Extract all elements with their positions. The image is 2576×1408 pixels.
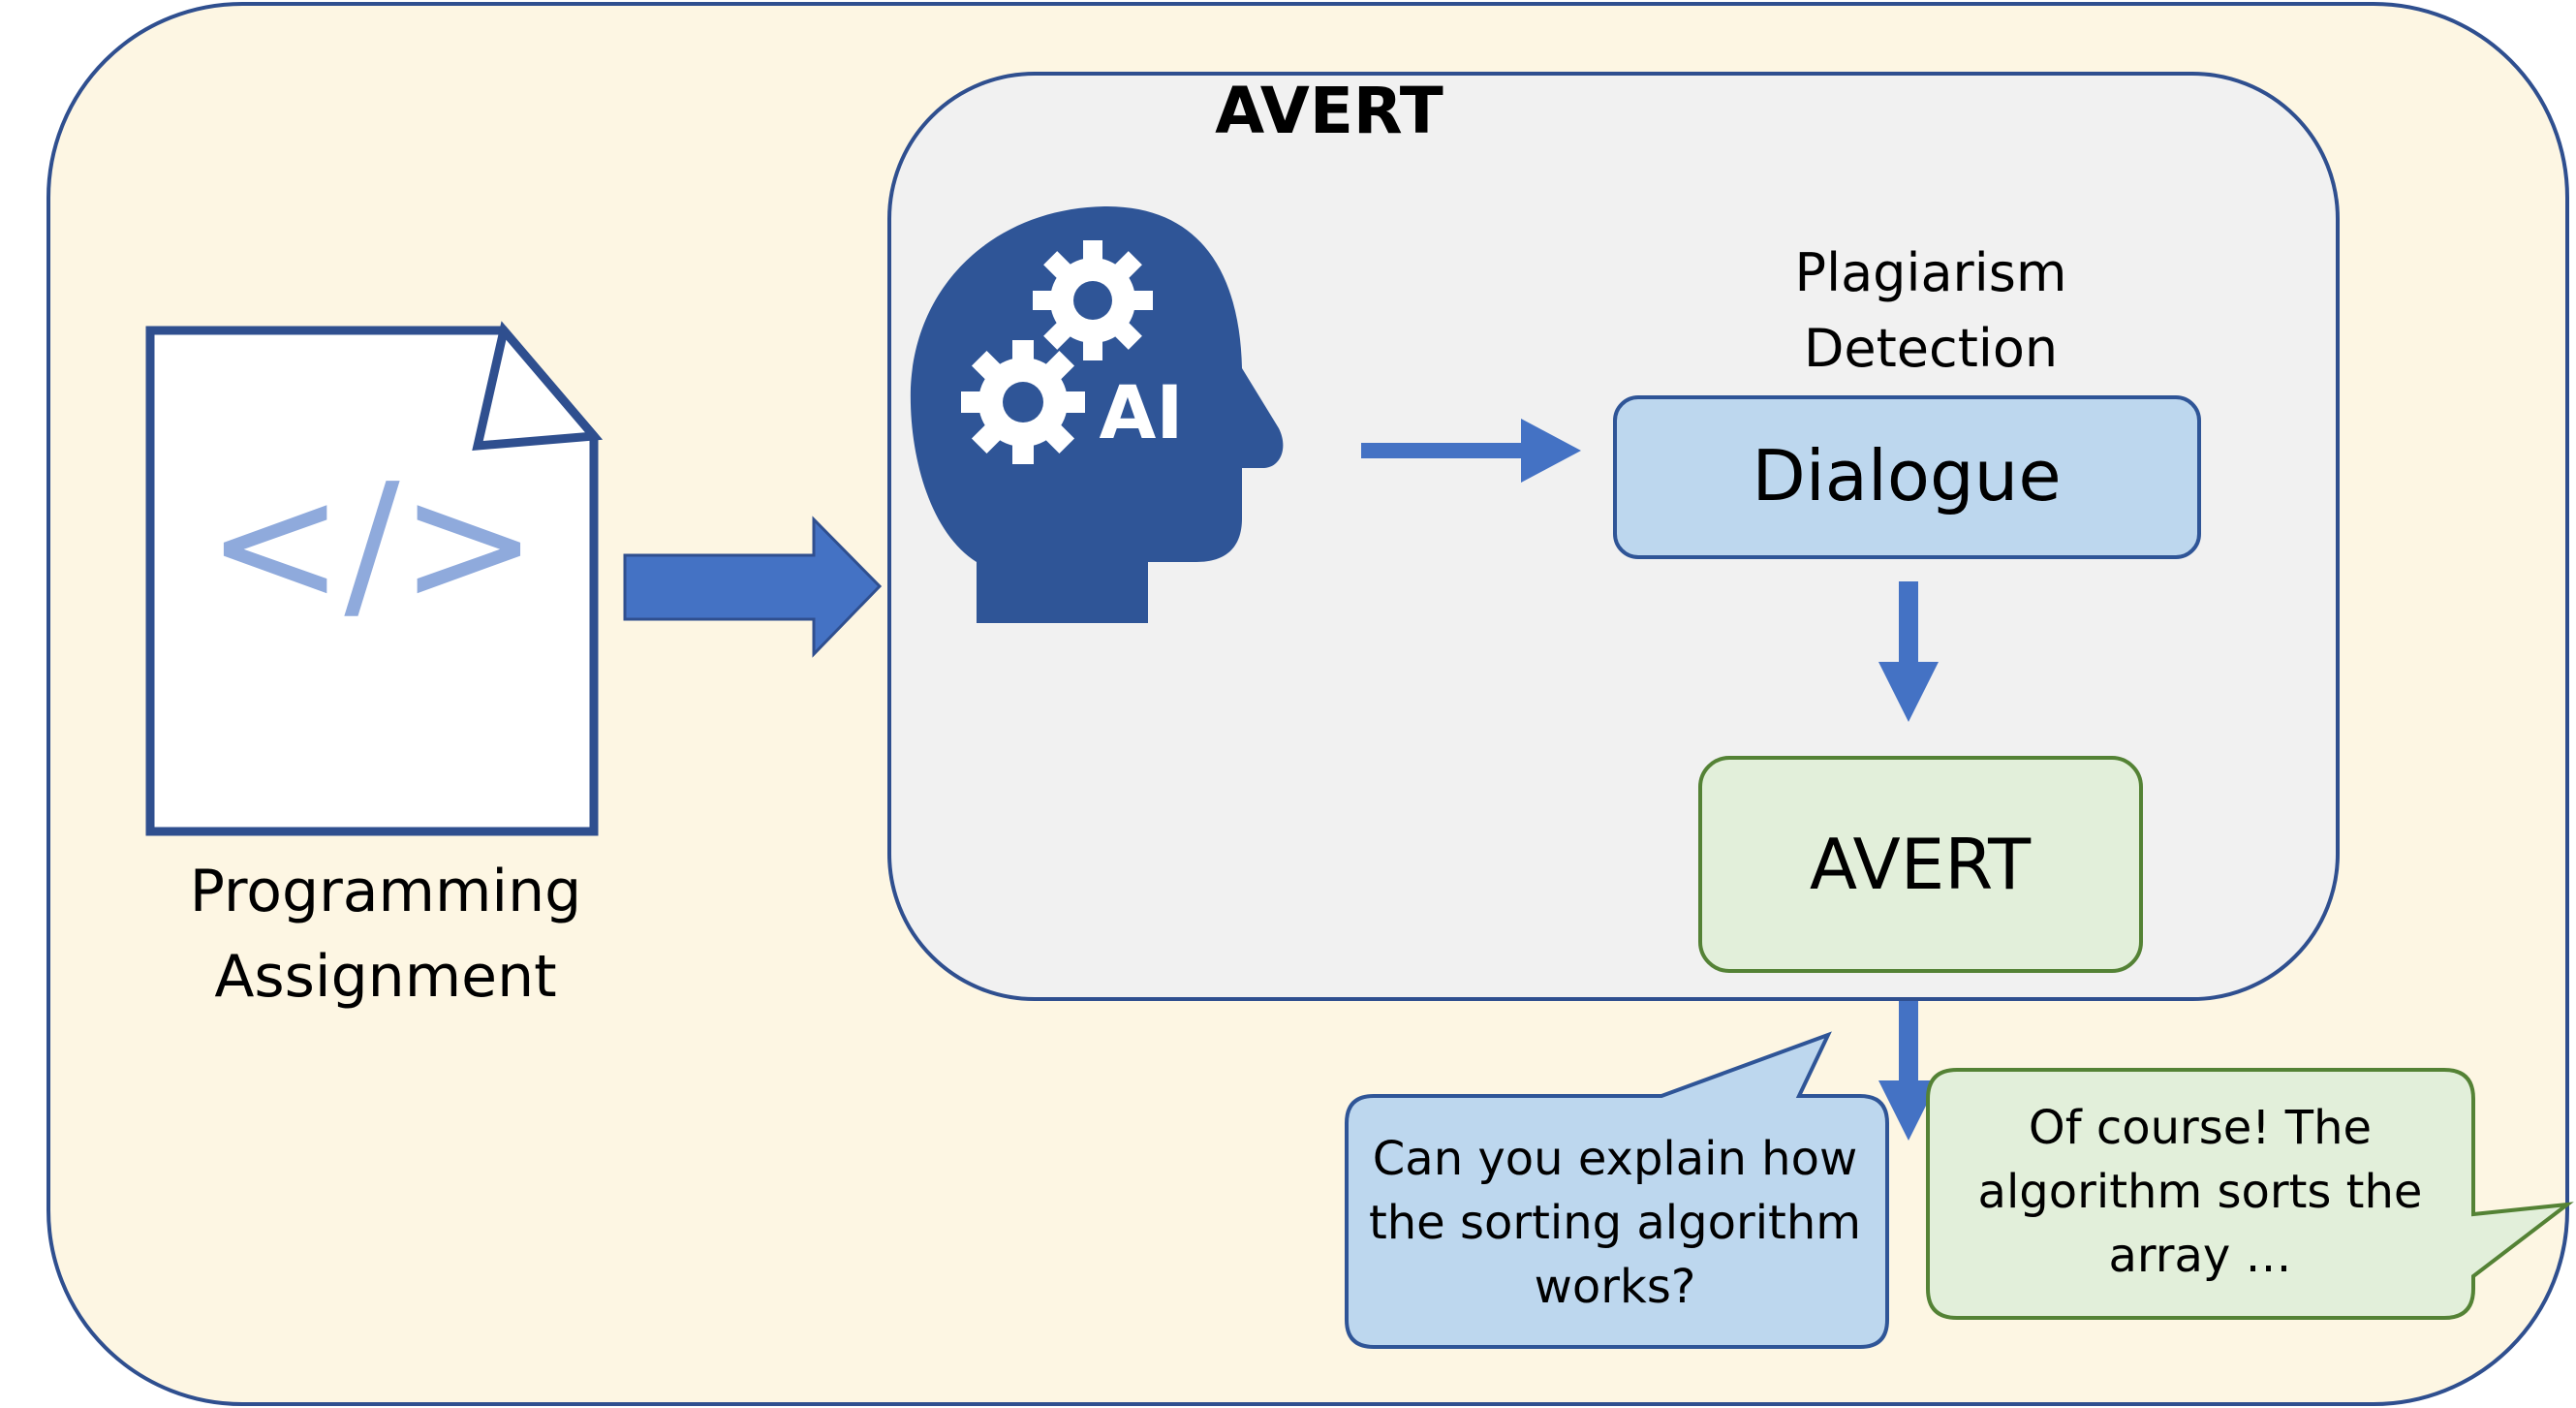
avert-box [1698, 756, 2143, 973]
answer-line1: Of course! The [2029, 1101, 2372, 1155]
arrow-avert-to-conversation [1878, 1001, 1939, 1141]
dialogue-box [1613, 395, 2201, 559]
answer-bubble [1926, 1068, 2574, 1320]
answer-line3: array … [2108, 1229, 2291, 1283]
arrow-ai-to-dialogue [1361, 419, 1581, 483]
question-line2: the sorting algorithm [1369, 1196, 1861, 1250]
dialogue-box-label: Dialogue [1752, 435, 2061, 516]
code-glyph: </> [206, 449, 538, 641]
detection-caption-line1: Plagiarism [1795, 242, 2067, 303]
arrow-dialogue-to-avert [1878, 581, 1939, 722]
code-document-icon: </> [145, 321, 604, 836]
document-label-line1: Programming [190, 858, 581, 925]
question-line3: works? [1535, 1260, 1696, 1314]
answer-line2: algorithm sorts the [1978, 1165, 2423, 1219]
question-bubble [1345, 1031, 1889, 1349]
arrow-document-to-ai [623, 516, 883, 658]
avert-box-label: AVERT [1810, 824, 2032, 905]
document-label-line2: Assignment [214, 943, 556, 1011]
ai-label: AI [1099, 369, 1183, 455]
ai-head-gears-icon: AI [910, 205, 1284, 624]
detection-caption-line2: Detection [1804, 318, 2058, 379]
avert-panel-title: AVERT [1215, 74, 1443, 148]
question-line1: Can you explain how [1373, 1132, 1857, 1186]
